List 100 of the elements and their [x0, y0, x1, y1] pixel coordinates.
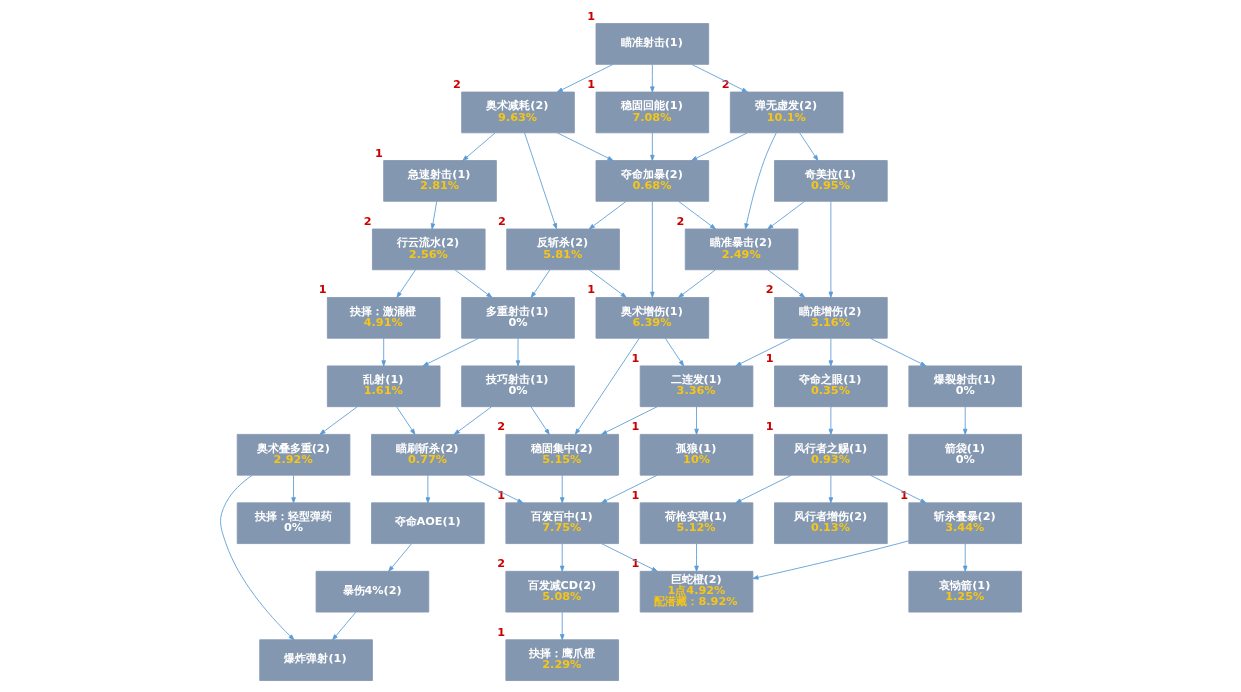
arrow	[430, 201, 437, 230]
node-box: 夺命AOE(1)	[370, 502, 485, 545]
node-box: 箭袋(1) 0%	[907, 433, 1022, 476]
node-box: 乱射(1) 1.61%	[326, 365, 440, 408]
node-label: 2	[765, 283, 774, 297]
node-box: 孤狼(1) 10%	[639, 433, 753, 476]
node-box: 风行者之赐(1) 0.93%	[773, 433, 888, 476]
arrow	[556, 64, 613, 93]
arrow	[515, 337, 520, 367]
arrow	[766, 201, 805, 230]
node-box: 奥术增伤(1) 6.39%	[595, 297, 709, 339]
arrow	[962, 406, 967, 435]
node-label: 1	[631, 351, 639, 365]
node-label: 1	[899, 488, 908, 502]
node-box: 稳固回能(1) 7.08%	[595, 91, 709, 134]
node-box: 奥术叠多重(2) 2.92%	[236, 433, 350, 476]
node-box: 斩杀叠暴(2) 3.44%	[907, 502, 1022, 545]
node-label: 1	[586, 283, 595, 297]
node-box: 爆炸弹射(1)	[258, 639, 373, 681]
node-label: 2	[452, 78, 461, 92]
node-box: 技巧射击(1) 0%	[460, 365, 575, 408]
arrow	[461, 132, 495, 161]
arrow	[828, 201, 833, 298]
arrow	[649, 64, 655, 93]
node-label: 1	[631, 420, 639, 434]
arrow	[319, 406, 358, 435]
arrow	[734, 337, 792, 367]
arrow	[828, 474, 833, 504]
node-label: 1	[631, 488, 639, 502]
arrow	[380, 337, 386, 367]
node-box: 爆裂射击(1) 0%	[907, 365, 1022, 408]
arrow	[751, 540, 909, 580]
arrow	[574, 337, 640, 435]
node-label: 1	[586, 9, 595, 23]
node-label: 1	[496, 488, 505, 502]
arrow	[869, 474, 926, 504]
arrow	[693, 406, 699, 435]
node-box: 抉择：轻型弹药 0%	[236, 502, 350, 545]
node-box: 多重射击(1) 0%	[460, 297, 575, 339]
arrow	[290, 474, 296, 504]
node-label: 1	[496, 625, 505, 639]
node-box: 反斩杀(2) 5.81%	[505, 228, 620, 271]
arrow	[219, 474, 294, 641]
arrow	[466, 474, 523, 504]
node-box: 弹无虚发(2) 10.1%	[729, 91, 843, 134]
arrow	[331, 611, 356, 641]
node-box: 行云流水(2) 2.56%	[371, 228, 486, 271]
node-box: 瞄准增伤(2) 3.16%	[773, 297, 888, 339]
arrow	[530, 269, 550, 298]
node-box: 百发百中(1) 7.75%	[504, 502, 619, 545]
node-box: 抉择：鹰爪橙 2.29%	[504, 639, 619, 681]
arrow	[869, 337, 926, 367]
arrow	[766, 269, 805, 298]
arrow	[664, 337, 684, 367]
arrow	[387, 543, 412, 572]
node-box: 暴伤4%(2)	[315, 570, 429, 613]
arrow	[743, 132, 777, 230]
arrow	[559, 611, 564, 641]
arrow	[677, 269, 716, 298]
node-box: 奇美拉(1) 0.95%	[773, 160, 888, 202]
arrow	[454, 269, 492, 298]
arrow	[677, 201, 716, 230]
node-box: 哀恸箭(1) 1.25%	[907, 570, 1022, 613]
node-label: 1	[586, 78, 595, 92]
node-label: 2	[676, 215, 684, 229]
arrow	[556, 132, 613, 161]
node-label: 1	[374, 146, 383, 160]
node-label: 1	[765, 420, 774, 434]
arrow	[962, 543, 967, 572]
arrow	[588, 269, 627, 298]
node-label: 1	[318, 283, 327, 297]
node-label: 2	[496, 420, 505, 434]
arrow	[693, 543, 699, 572]
arrow	[649, 201, 655, 298]
node-box: 巨蛇橙(2) 1点4.92% 配潜藏：8.92%	[639, 570, 753, 613]
node-box: 荷枪实弹(1) 5.12%	[639, 502, 753, 545]
node-box: 夺命之眼(1) 0.35%	[773, 365, 888, 408]
arrow	[422, 337, 479, 367]
node-label: 1	[765, 351, 774, 365]
arrow	[523, 132, 557, 230]
arrow	[530, 406, 550, 435]
node-box: 奥术减耗(2) 9.63%	[460, 91, 575, 134]
arrow	[734, 474, 792, 504]
node-box: 二连发(1) 3.36%	[639, 365, 753, 408]
arrow	[690, 132, 748, 161]
arrow	[600, 543, 658, 572]
node-label: 2	[721, 78, 730, 92]
arrow	[559, 474, 564, 504]
arrow	[828, 337, 833, 367]
arrow	[691, 64, 748, 93]
node-box: 风行者增伤(2) 0.13%	[773, 502, 888, 545]
node-box: 夺命加暴(2) 0.68%	[595, 160, 709, 202]
arrow	[395, 406, 415, 435]
arrow	[559, 543, 564, 572]
node-box: 瞄刷斩杀(2) 0.77%	[370, 433, 485, 476]
arrow	[828, 406, 833, 435]
arrow	[798, 132, 818, 161]
node-box: 急速射击(1) 2.81%	[382, 160, 497, 202]
node-label: 1	[631, 557, 639, 571]
node-label: 2	[497, 215, 506, 229]
